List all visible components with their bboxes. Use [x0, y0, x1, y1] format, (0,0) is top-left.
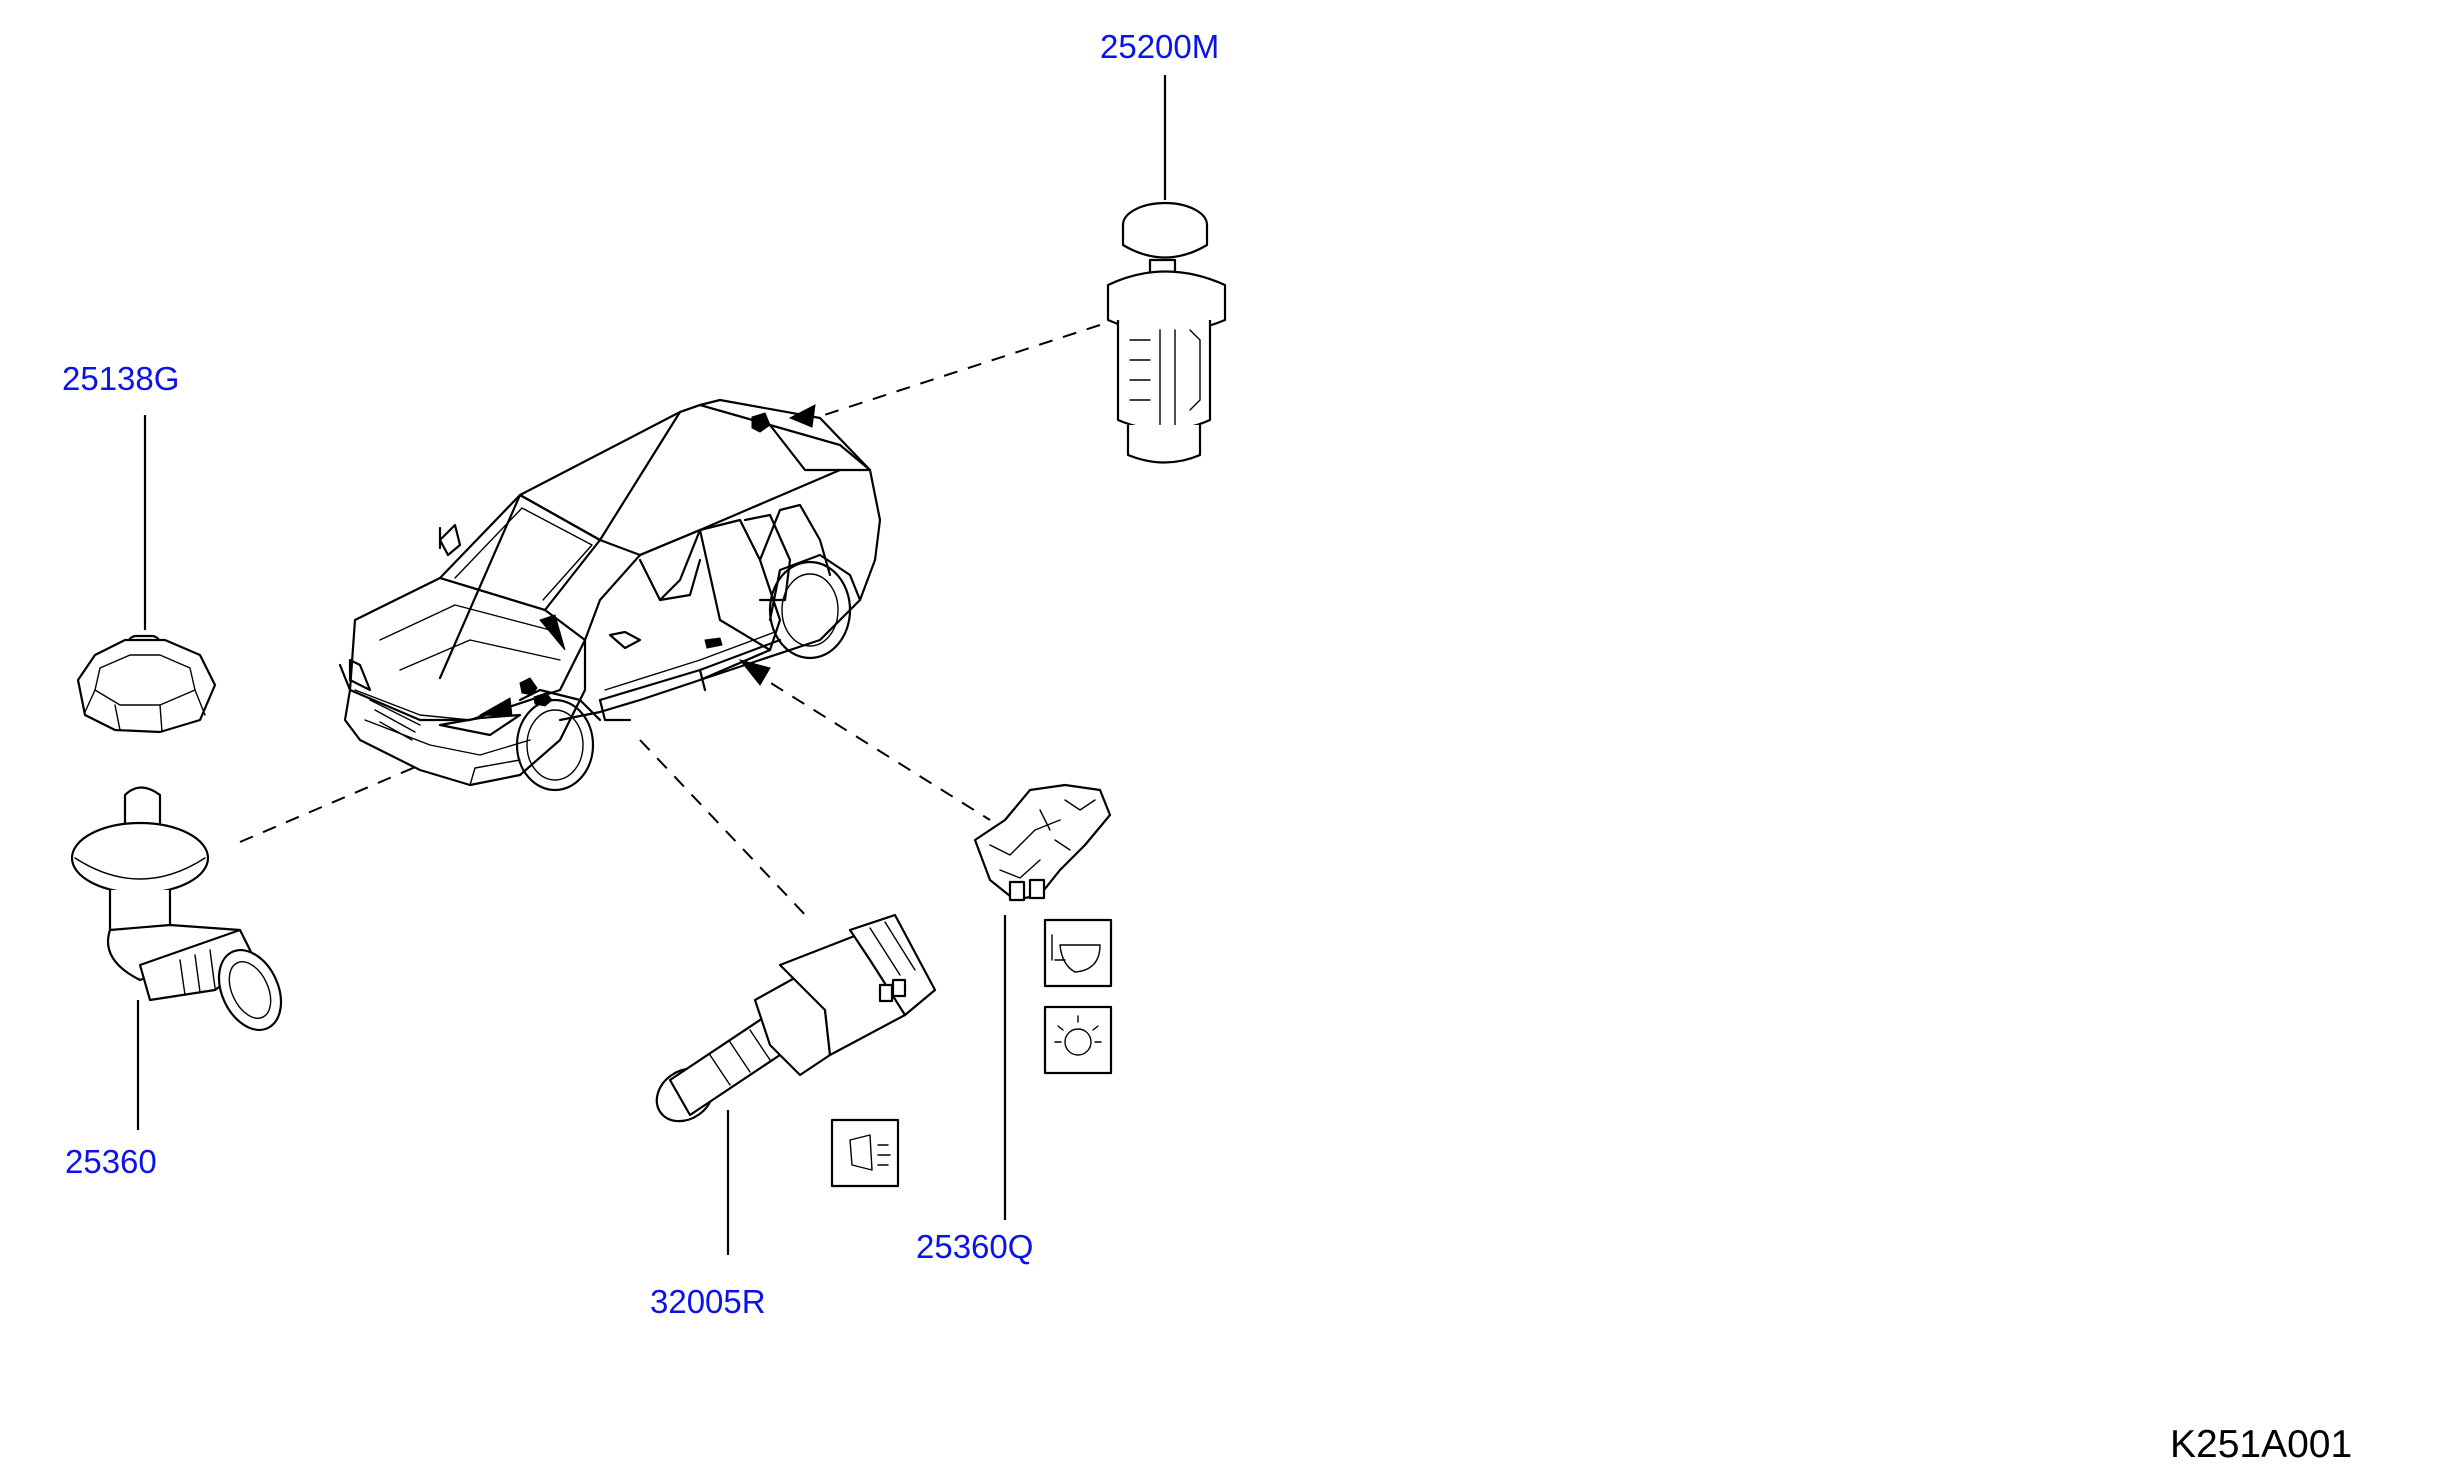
part-label-25360[interactable]: 25360: [65, 1143, 157, 1180]
brake-warning-symbol: [1043, 918, 1113, 988]
rubber-cap-icon: [76, 415, 217, 734]
vehicle-illustration: [338, 398, 882, 792]
part-label-25360q[interactable]: 25360Q: [916, 1228, 1034, 1265]
part-label-25138g[interactable]: 25138G: [62, 360, 180, 397]
part-label-32005r[interactable]: 32005R: [650, 1283, 766, 1320]
arrow-bumper: [478, 697, 513, 717]
stop-lamp-switch-icon: [973, 783, 1112, 1220]
part-label-25200m[interactable]: 25200M: [1100, 28, 1220, 65]
hood-switch-icon: [70, 786, 283, 1130]
arrow-hood: [539, 614, 566, 651]
reverse-lamp-switch-icon: [655, 913, 937, 1255]
diagram-code: K251A001: [2170, 1423, 2353, 1466]
door-switch-plunger-icon: [1106, 75, 1227, 464]
arrow-trunk: [788, 404, 816, 428]
reverse-lamp-symbol: [830, 1118, 900, 1188]
location-leaders: [239, 324, 1101, 921]
lamp-symbol: [1043, 1005, 1113, 1075]
